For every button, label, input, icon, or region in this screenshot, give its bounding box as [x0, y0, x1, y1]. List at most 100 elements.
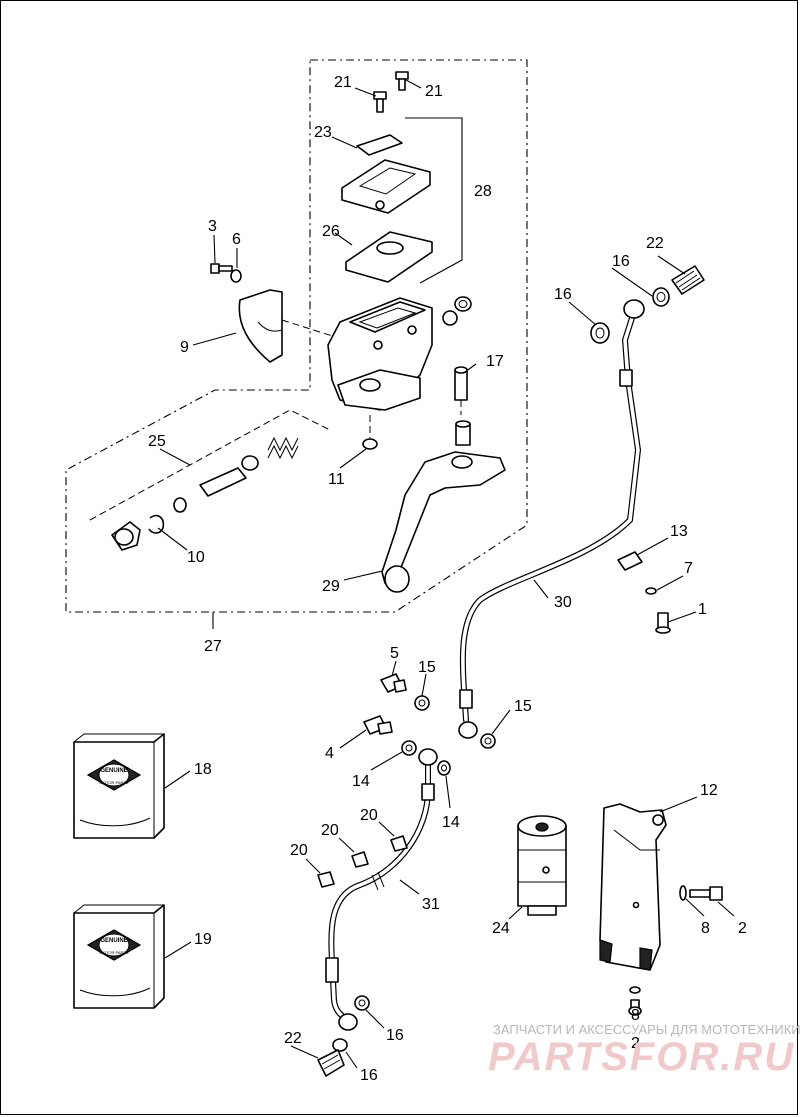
seal: [173, 497, 187, 513]
gasket-23: [356, 134, 403, 156]
label-9: 9: [180, 339, 189, 356]
hose-31-fitting-bottom: [325, 957, 339, 983]
label-11: 11: [328, 471, 345, 488]
screw-21-left: [373, 91, 387, 113]
cover-28: [341, 159, 431, 214]
label-6: 6: [232, 231, 241, 248]
watermark-tagline: ЗАПЧАСТИ И АКСЕССУАРЫ ДЛЯ МОТОТЕХНИКИ: [493, 1022, 800, 1037]
screw-3: [210, 263, 233, 274]
hose-31-break: [371, 871, 385, 891]
clip-20-b: [351, 851, 369, 868]
washer-16-a: [590, 322, 610, 344]
genuine-box-18: GENUINE MOTOR PARTS: [73, 733, 165, 839]
label-23: 23: [314, 124, 332, 141]
label-14-left: 14: [352, 773, 370, 790]
hose-30-fitting-bottom: [459, 689, 473, 709]
label-8-bottom: 8: [631, 1007, 640, 1024]
label-24: 24: [492, 920, 510, 937]
watermark: ЗАПЧАСТИ И АКСЕССУАРЫ ДЛЯ МОТОТЕХНИКИ PA…: [488, 1022, 800, 1079]
label-31: 31: [422, 896, 440, 913]
clip-13: [617, 551, 643, 571]
box-19-bottom-text: MOTOR PARTS: [100, 950, 129, 955]
label-16-right: 16: [612, 253, 630, 270]
hose-30-fitting-top: [619, 369, 633, 387]
label-20-right: 20: [360, 807, 378, 824]
box-18-top-text: GENUINE: [100, 768, 127, 774]
label-21-left: 21: [334, 74, 352, 91]
box-18-bottom-text: MOTOR PARTS: [100, 780, 129, 785]
genuine-box-19: GENUINE MOTOR PARTS: [73, 904, 165, 1009]
washer-7: [645, 587, 657, 595]
washer-14-b: [437, 760, 451, 776]
diaphragm-26-center: [376, 241, 404, 255]
label-18: 18: [194, 761, 212, 778]
label-28: 28: [474, 183, 492, 200]
label-16-left: 16: [554, 286, 572, 303]
washer-8-a: [679, 885, 687, 901]
bushing: [455, 420, 471, 446]
assembly-27-boundary: [65, 59, 528, 613]
box-19-top-text: GENUINE: [100, 938, 127, 944]
banjo-bolt-5: [380, 673, 407, 693]
clamp-9: [238, 289, 283, 363]
banjo-bottom: [458, 721, 478, 739]
label-17: 17: [486, 353, 504, 370]
screw-21-right: [395, 71, 409, 91]
lever-ball: [384, 565, 410, 593]
washer-15-a: [414, 695, 430, 711]
cover-28-hole: [375, 200, 385, 210]
washer-6: [230, 269, 242, 283]
assembly-25-boundary: [89, 409, 331, 521]
master-cylinder-body: [327, 297, 433, 411]
label-8-right: 8: [701, 920, 710, 937]
hose-31-fitting-top: [421, 783, 435, 801]
label-16-bottom-right: 16: [386, 1027, 404, 1044]
washer-16-c: [354, 995, 370, 1011]
label-7: 7: [684, 560, 693, 577]
ring-11: [362, 438, 378, 450]
label-21-right: 21: [425, 83, 443, 100]
washer-16-b: [652, 287, 670, 307]
piston-cap: [241, 455, 259, 471]
label-29: 29: [322, 578, 340, 595]
label-5: 5: [390, 645, 399, 662]
bracket-12: [599, 803, 667, 971]
label-10: 10: [187, 549, 205, 566]
label-30: 30: [554, 594, 572, 611]
label-20-left: 20: [290, 842, 308, 859]
cylinder-24: [517, 815, 567, 916]
clip-20-c: [390, 835, 408, 852]
diaphragm-26: [345, 231, 433, 283]
bracket-28: [405, 117, 463, 284]
lever-pivot: [451, 455, 473, 469]
callouts: 21 21 23 28 3 6 26 22 16 16 9 17 25 11 1…: [148, 74, 747, 1084]
hose-30: [459, 315, 642, 723]
banjo-top: [623, 299, 645, 319]
label-20-mid: 20: [321, 822, 339, 839]
banjo-31-top: [418, 748, 438, 766]
screw-1: [655, 612, 671, 634]
screw-2-b: [628, 999, 642, 1016]
banjo-bolt-22-top: [671, 265, 705, 295]
leader-lines: [157, 79, 735, 1069]
clamp-9-inner: [257, 321, 283, 332]
label-26: 26: [322, 223, 340, 240]
label-13: 13: [670, 523, 688, 540]
watermark-logo: PARTSFOR.RU: [488, 1035, 795, 1079]
banjo-31-bottom: [338, 1013, 358, 1031]
lever-29: [381, 451, 506, 584]
washer-8-b: [629, 986, 641, 994]
banjo-bolt-4: [363, 715, 393, 735]
label-4: 4: [325, 745, 334, 762]
label-27: 27: [204, 638, 222, 655]
label-14-right: 14: [442, 814, 460, 831]
washer-16-d: [332, 1038, 348, 1052]
spring: [267, 436, 299, 460]
label-16-bottom: 16: [360, 1067, 378, 1084]
washer-14-a: [401, 740, 417, 756]
screw-2-a: [689, 886, 723, 901]
clip-20-a: [317, 871, 335, 888]
label-2-bottom: 2: [631, 1035, 640, 1052]
washer-15-b: [480, 733, 496, 749]
